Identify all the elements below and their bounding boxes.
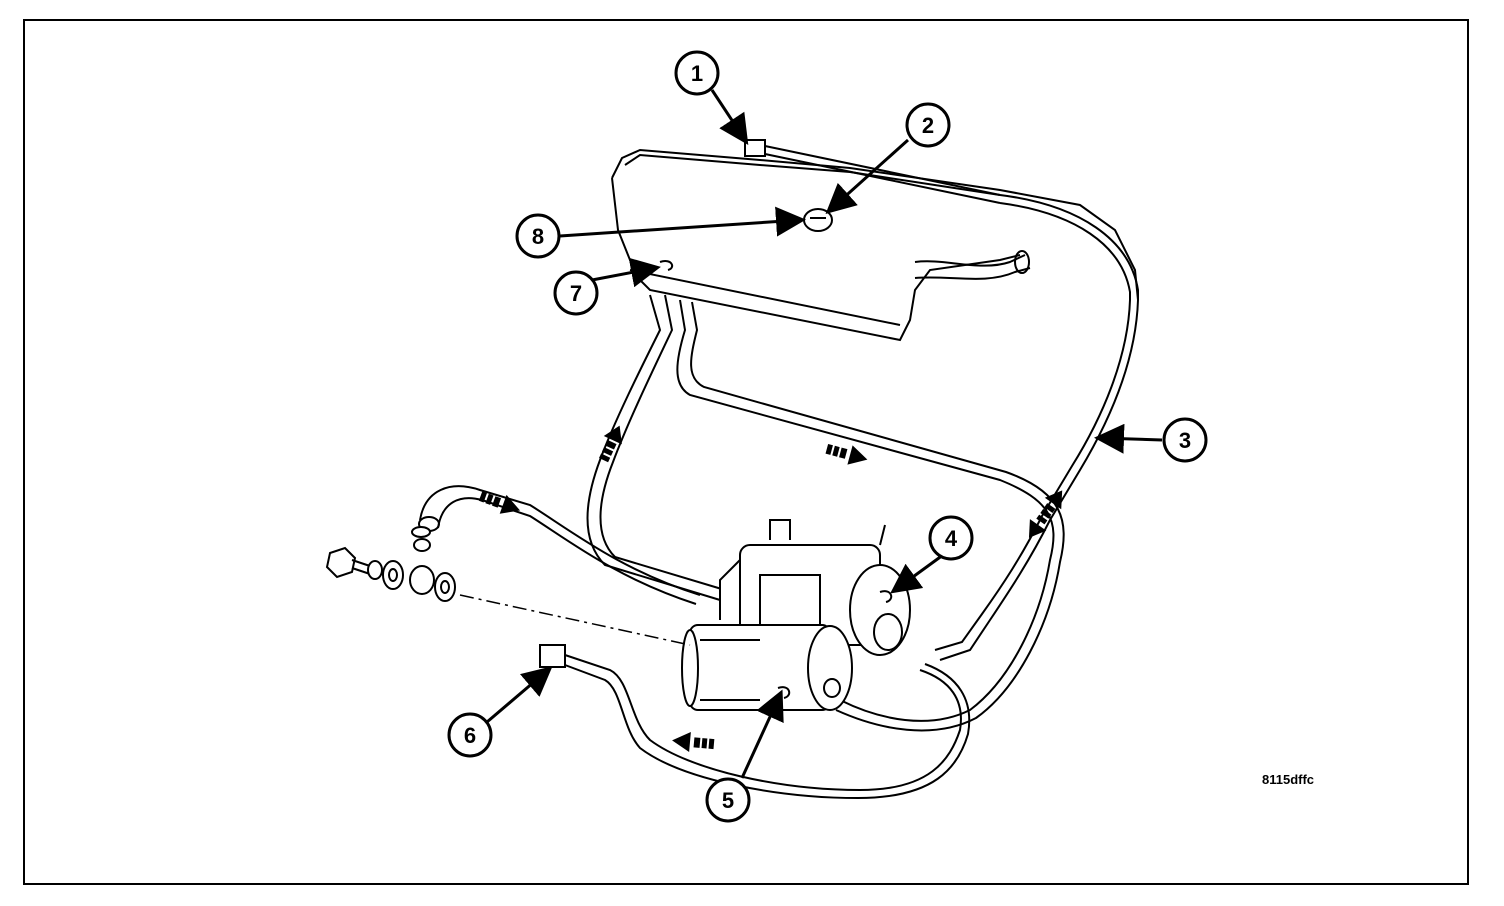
- flow-arrows: [478, 425, 1063, 752]
- callout-2: 2: [905, 102, 951, 148]
- callout-4: 4: [928, 515, 974, 561]
- fuel-filter: [681, 624, 853, 711]
- figure-frame: [23, 19, 1469, 885]
- pump-module-cap: [803, 208, 833, 232]
- svg-text:7: 7: [570, 281, 582, 306]
- hook-marker-7: [659, 260, 674, 271]
- callout-1: 1: [674, 50, 720, 96]
- leader-lines: [486, 89, 1163, 779]
- svg-text:1: 1: [691, 61, 703, 86]
- fuel-filter-regulator: [719, 519, 911, 656]
- return-line: [539, 644, 971, 800]
- fuel-tank: [611, 148, 1139, 342]
- svg-text:8: 8: [532, 224, 544, 249]
- callout-5: 5: [705, 777, 751, 823]
- svg-text:2: 2: [922, 113, 934, 138]
- vent-tube: [744, 139, 1001, 204]
- filler-neck: [914, 250, 1031, 280]
- supply-lines: [586, 294, 1065, 732]
- vapor-line: [934, 194, 1139, 661]
- svg-text:6: 6: [464, 723, 476, 748]
- inlet-hose: [418, 485, 701, 605]
- assembly-centerline: [459, 594, 691, 646]
- callout-7: 7: [553, 270, 599, 316]
- svg-text:3: 3: [1179, 428, 1191, 453]
- hook-marker-5: [777, 686, 791, 699]
- hook-marker-4: [879, 590, 893, 603]
- callout-3: 3: [1162, 417, 1208, 463]
- svg-text:5: 5: [722, 788, 734, 813]
- callout-6: 6: [447, 712, 493, 758]
- figure-reference-code: 8115dffc: [1262, 772, 1315, 787]
- callout-8: 8: [515, 213, 561, 259]
- svg-text:4: 4: [945, 526, 958, 551]
- banjo-fitting-parts: [325, 526, 456, 602]
